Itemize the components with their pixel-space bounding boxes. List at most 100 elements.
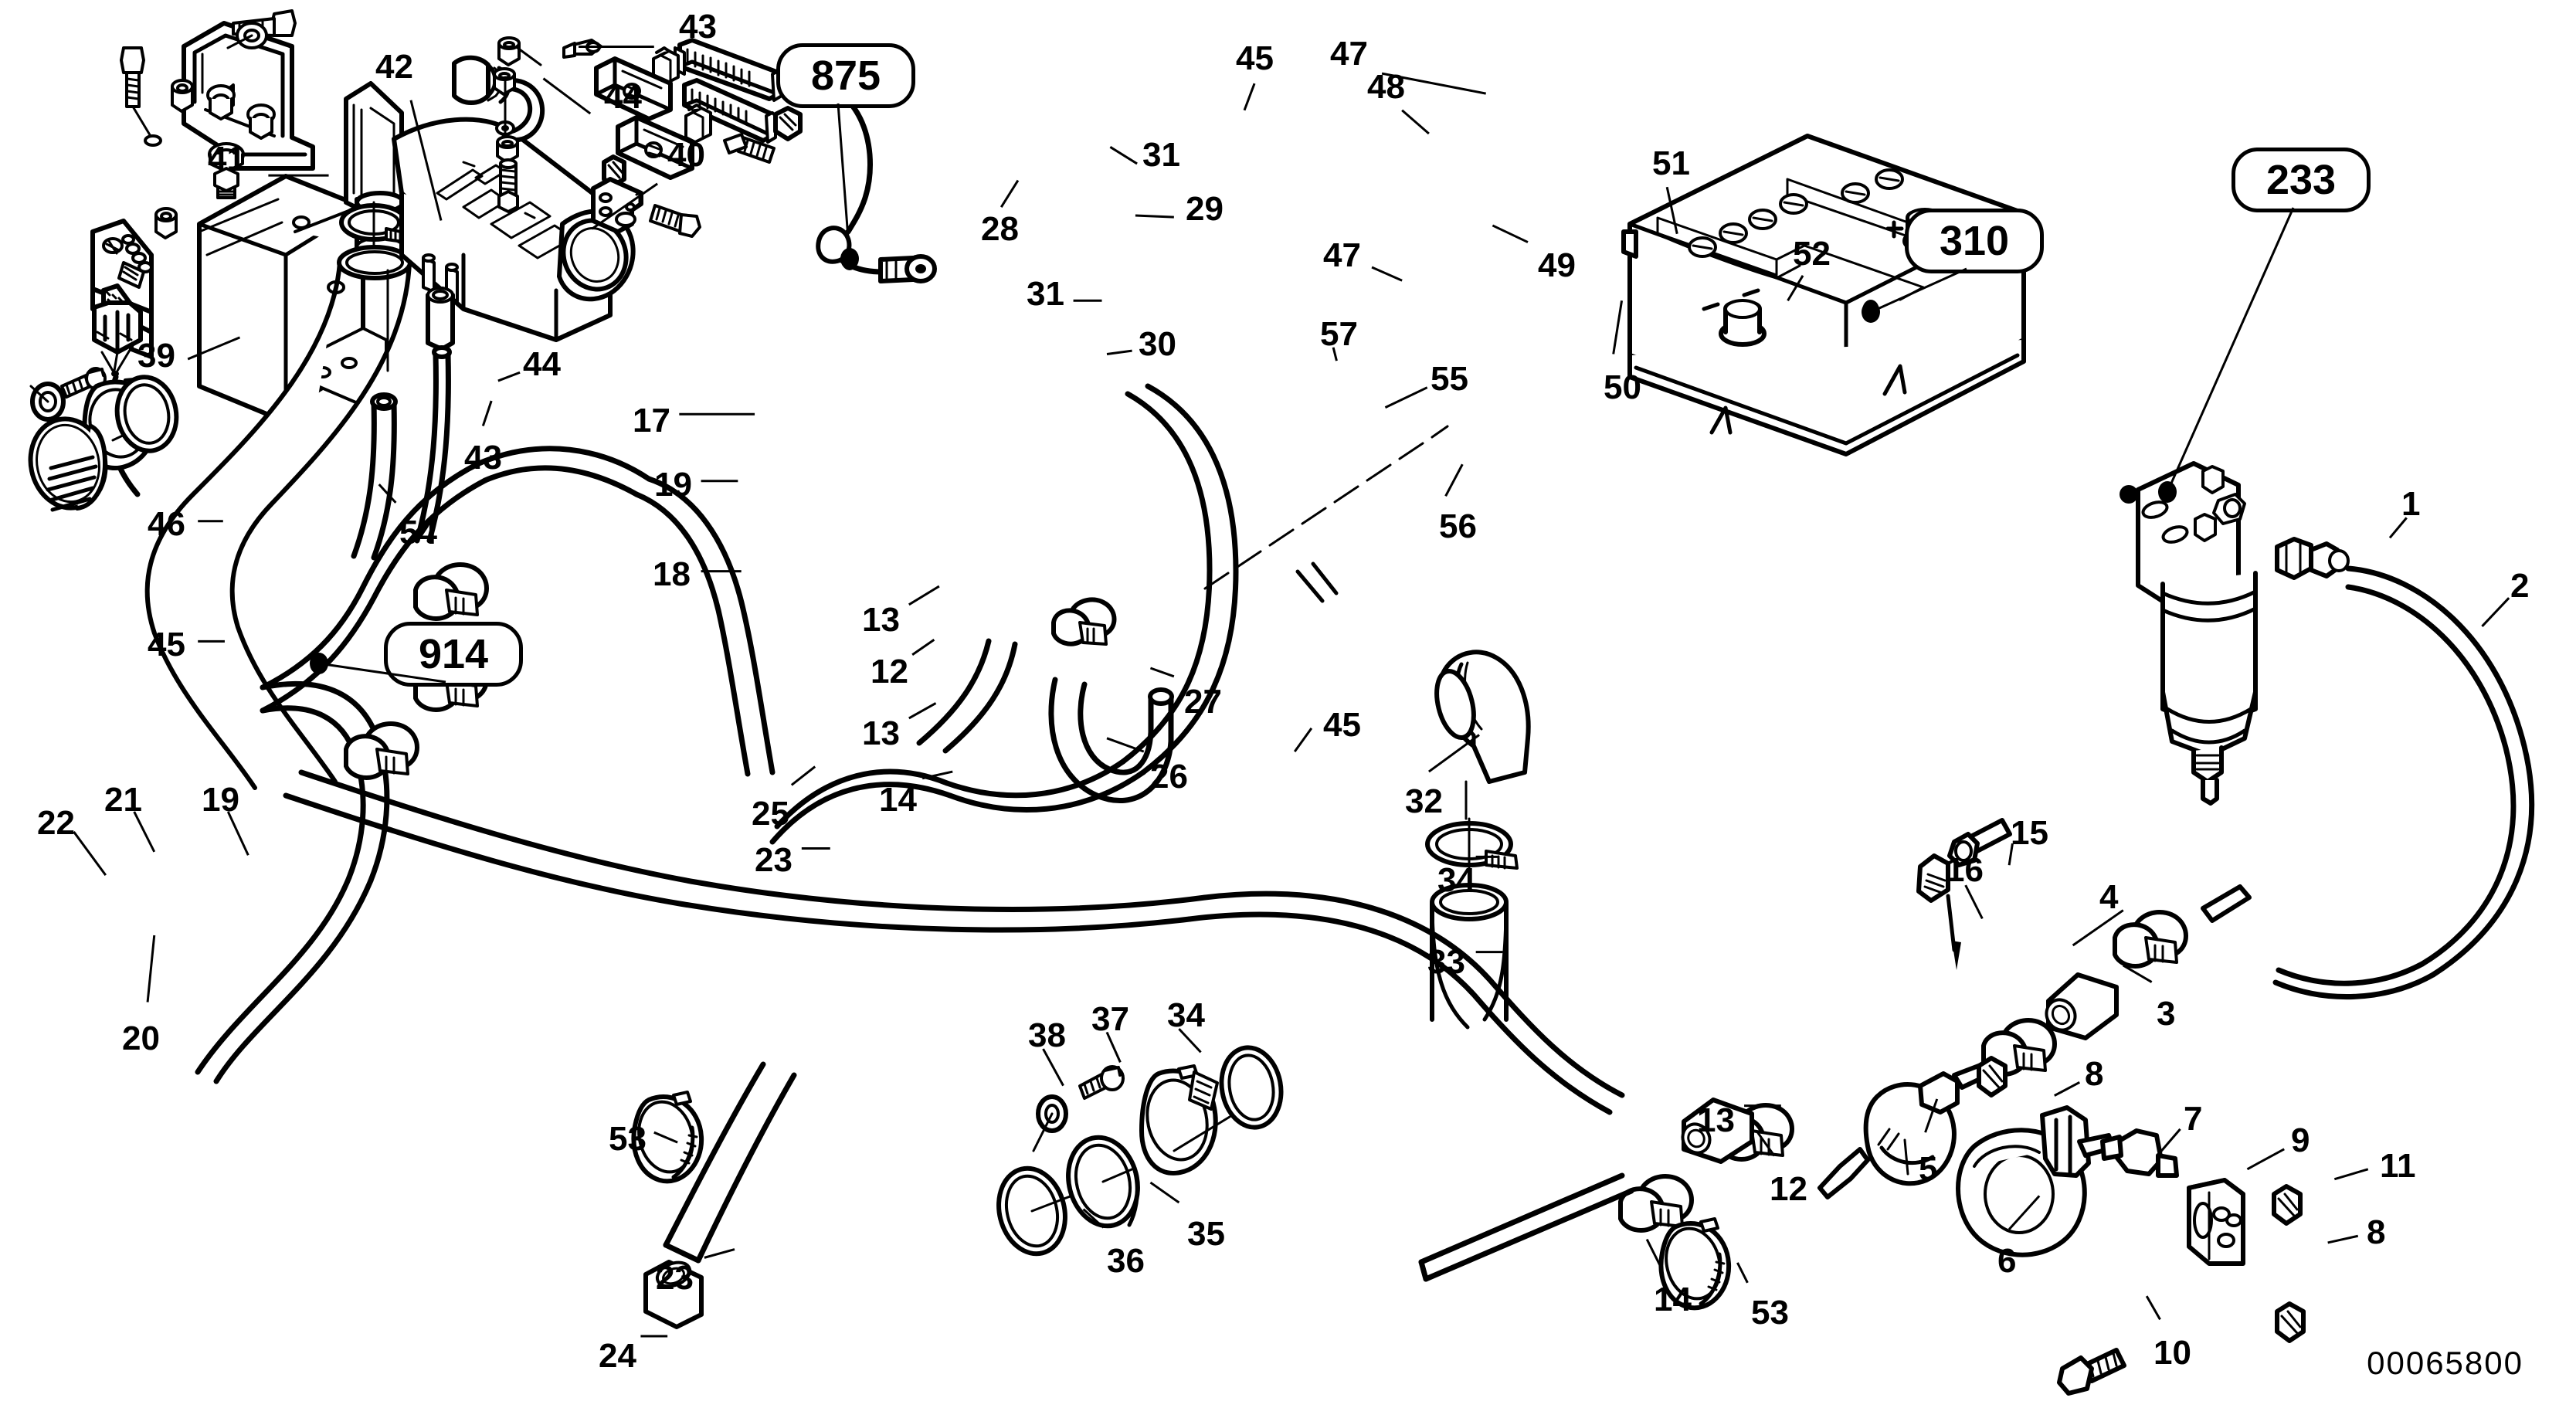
part-label-8-66: 8 [2367,1213,2386,1251]
part-label-47-6: 47 [1330,35,1368,73]
part-label-42-1: 42 [375,48,413,86]
part-10-bolt [2057,1348,2126,1396]
part-8-nut-a [1977,1056,2008,1098]
part-label-34-54: 34 [1167,996,1205,1034]
part-11-nut [2272,1184,2303,1226]
part-14-pipe-center [414,345,452,544]
part-label-49-14: 49 [1538,246,1576,284]
part-label-20-51: 20 [122,1020,160,1057]
part-label-54-30: 54 [399,514,437,551]
part-50-screw [723,133,776,164]
part-label-23-70: 23 [656,1259,694,1297]
part-label-45-32: 45 [148,626,185,663]
part-41-bolt [120,46,162,147]
group-callout-914[interactable]: 914 [384,622,523,687]
part-49-relay-lower [682,78,777,144]
part-label-53-63: 53 [609,1120,647,1158]
part-label-51-9: 51 [1652,144,1690,182]
part-label-17-21: 17 [633,402,670,439]
part-13-clip-pipe [1618,1174,1694,1233]
part-53-clamp-bottom [1658,1217,1732,1311]
part-label-11-60: 11 [2380,1147,2416,1185]
part-label-14-67: 14 [1654,1281,1692,1318]
part-label-36-65: 36 [1107,1242,1145,1280]
part-14-fuel-pipe-bottom [1418,1172,1634,1282]
part-8-nut-b [2275,1301,2306,1343]
part-15-screw [1947,818,2012,867]
part-51-terminal-nut [773,106,803,141]
part-label-10-69: 10 [2153,1334,2191,1372]
part-35-adapter-ring [1066,1135,1140,1229]
part-label-9-59: 9 [2291,1121,2310,1159]
grille-port [114,375,179,453]
part-44-washer-top [226,22,268,49]
group-callout-875[interactable]: 875 [776,43,915,108]
part-label-25-40: 25 [752,795,789,833]
part-26-coolant-hose [1048,677,1174,803]
part-label-45-37: 45 [1323,706,1361,744]
part-label-12-33: 12 [871,653,908,690]
part-310-battery [1621,134,2026,456]
part-31-nut-lower [496,135,519,164]
part-18-exhaust-pipe [144,245,412,790]
part-27-clamp [1051,597,1117,646]
part-label-34-45: 34 [1437,861,1475,899]
group-callout-233[interactable]: 233 [2232,148,2371,212]
part-6-pump-clamp [1956,1105,2116,1257]
part-label-39-17: 39 [137,337,175,375]
part-34-clamp-a [1425,817,1519,882]
part-label-47-13: 47 [1323,236,1361,274]
part-45-terminal-top [562,39,602,59]
part-38-washer [1032,1094,1068,1152]
part-label-37-53: 37 [1091,1000,1129,1038]
reference-dashes [1203,425,1449,603]
part-54-nut [154,207,178,239]
part-47-housing-lower [616,115,694,180]
part-label-26-38: 26 [1150,758,1188,796]
part-4-clip-b [2113,884,2252,969]
duct-port-for-35 [1219,1045,1284,1130]
part-label-46-27: 46 [148,505,185,543]
part-label-1-25: 1 [2401,485,2421,523]
part-label-6-61: 6 [1997,1242,2017,1280]
part-3-sleeve [2045,972,2119,1040]
part-label-33-50: 33 [1427,943,1465,981]
part-label-48-7: 48 [1367,68,1405,106]
part-label-27-34: 27 [1184,683,1222,721]
part-9-angle-bracket [2187,1178,2245,1266]
part-label-18-29: 18 [653,555,691,593]
part-label-38-52: 38 [1028,1016,1066,1054]
part-25-clamp [344,269,419,780]
part-23-drain-hose [663,1061,797,1264]
part-56-bolt [649,204,701,238]
part-label-4-48: 4 [2099,878,2119,916]
part-label-12-62: 12 [1770,1170,1807,1208]
part-label-43-0: 43 [679,8,717,46]
part-33-air-duct [1430,883,1509,1030]
part-label-35-64: 35 [1187,1215,1225,1253]
part-24-end-cap [643,1260,704,1329]
group-callout-310[interactable]: 310 [1905,209,2044,273]
part-7-rubber-mount [2100,1128,2179,1178]
part-label-21-43: 21 [104,781,142,819]
part-label-44-22: 44 [523,345,561,383]
part-20-intake-grille [28,416,108,512]
part-32-air-elbow [1434,650,1531,820]
part-42-nut [171,79,194,113]
part-44-washer-lower [208,142,245,173]
assembly-arrow-head [1952,941,1961,970]
part-label-50-20: 50 [1604,368,1641,406]
part-45-connector [92,283,143,377]
part-12-sleeve-center [426,287,455,351]
part-label-28-10: 28 [981,210,1019,248]
part-label-13-31: 13 [862,601,900,639]
hose-network [106,374,1625,1115]
part-label-14-39: 14 [879,781,917,819]
nut-on-plate-2 [246,103,276,140]
part-2-fuel-line [2272,565,2535,999]
part-label-2-28: 2 [2510,567,2530,605]
part-19-clamp-a [339,201,411,256]
part-label-3-49: 3 [2157,995,2176,1033]
part-55-bracket [591,177,643,234]
part-label-43-23: 43 [464,439,502,477]
